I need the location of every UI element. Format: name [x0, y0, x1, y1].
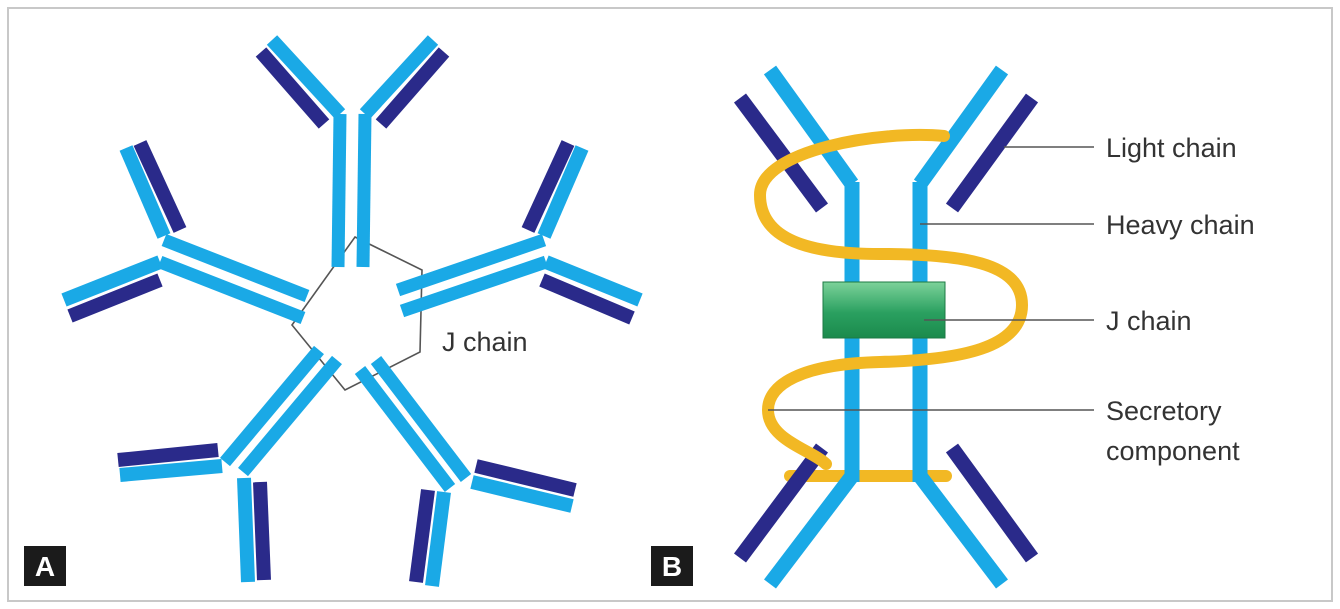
panel-b-secretory-iga: Light chain Heavy chain J chain Secretor… [651, 65, 1255, 589]
light-chain [733, 443, 829, 563]
light-chain [474, 459, 577, 497]
figure-frame [7, 7, 1333, 602]
j-chain-label: J chain [1106, 306, 1192, 336]
panel-b-badge [651, 546, 693, 586]
secretory-label-line1: Secretory [1106, 396, 1222, 426]
light-chain [409, 489, 435, 583]
light-chain [133, 140, 187, 233]
heavy-chain-stem [370, 356, 472, 482]
heavy-chain-stem [157, 255, 306, 325]
light-chain-label: Light chain [1106, 133, 1237, 163]
heavy-chain [470, 475, 574, 513]
antibody-monomer-upper-right [395, 140, 643, 325]
heavy-chain [359, 35, 439, 119]
heavy-chain-stem [356, 113, 372, 268]
heavy-chain [913, 65, 1009, 189]
heavy-chain [119, 459, 223, 482]
light-chain [945, 93, 1039, 213]
panel-a-badge [24, 546, 66, 586]
heavy-chain [61, 255, 163, 307]
heavy-chain-stem [161, 233, 310, 303]
light-chain [733, 93, 829, 213]
heavy-chain-stem [399, 255, 549, 318]
antibody-monomer-top [255, 35, 450, 268]
heavy-chain [237, 477, 255, 583]
panel-a-badge-letter: A [35, 551, 55, 582]
panel-a-j-chain-label: J chain [442, 327, 528, 357]
light-chain [539, 273, 635, 325]
heavy-chain [763, 65, 859, 189]
light-chain [521, 140, 575, 233]
heavy-chain [425, 491, 451, 587]
light-chain [255, 47, 330, 129]
heavy-chain-stem [238, 355, 342, 477]
heavy-chain [764, 471, 858, 589]
heavy-chain [543, 255, 643, 307]
heavy-chain [266, 35, 346, 119]
heavy-chain-stem [331, 113, 347, 268]
heavy-chain-stem [354, 366, 456, 492]
light-chain [945, 443, 1039, 563]
heavy-chain-stem [220, 345, 324, 467]
heavy-chain [914, 471, 1008, 589]
secretory-component [753, 128, 1029, 470]
heavy-chain [119, 145, 171, 239]
antibody-monomer-lower-right [354, 356, 577, 587]
panel-a-igm-pentamer: J chain A [24, 35, 643, 587]
j-chain-box [822, 281, 946, 339]
light-chain [117, 443, 219, 467]
antibody-monomer-upper-left [61, 140, 310, 325]
heavy-chain [537, 145, 589, 239]
heavy-chain-label: Heavy chain [1106, 210, 1255, 240]
antibody-monomer-lower-left [117, 345, 342, 583]
panel-b-badge-letter: B [662, 551, 682, 582]
heavy-chain-stem [395, 233, 547, 297]
light-chain [67, 273, 163, 323]
secretory-label-line2: component [1106, 436, 1240, 466]
light-chain [253, 481, 271, 581]
light-chain [375, 47, 450, 129]
